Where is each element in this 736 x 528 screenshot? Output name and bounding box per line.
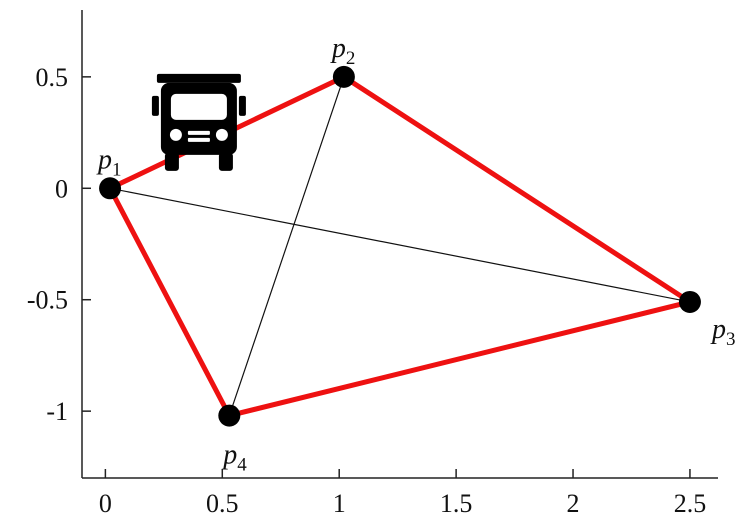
tick-labels: 0 0.5 1 1.5 2 2.5 0.5 0 -0.5 -1	[27, 63, 706, 518]
point-marker	[332, 65, 355, 88]
route-edge	[107, 185, 232, 419]
point-label: p1	[96, 144, 122, 180]
x-tick-label: 1.5	[440, 489, 473, 518]
x-tick-label: 1	[333, 489, 346, 518]
points	[99, 65, 701, 427]
diagonal-line	[228, 76, 345, 416]
x-tick-label: 2.5	[674, 489, 707, 518]
diagonal-line	[109, 187, 691, 303]
route-edge	[341, 74, 693, 305]
truck-icon	[151, 73, 246, 171]
x-tick-label: 0	[99, 489, 112, 518]
icons	[151, 73, 246, 171]
point-labels: p1 p2 p3 p4	[96, 33, 735, 476]
x-tick-label: 0.5	[206, 489, 239, 518]
y-tick-label: 0.5	[36, 63, 69, 92]
point-marker	[218, 404, 241, 427]
point-label: p4	[221, 440, 247, 476]
diagonal-lines	[109, 76, 691, 416]
y-tick-label: -0.5	[27, 286, 68, 315]
axes	[81, 10, 718, 479]
route-edge	[226, 299, 693, 419]
x-tick-label: 2	[567, 489, 580, 518]
point-marker	[678, 290, 701, 313]
point-label: p3	[710, 314, 736, 350]
y-tick-label: -1	[46, 397, 68, 426]
point-marker	[99, 177, 122, 200]
y-tick-label: 0	[55, 174, 68, 203]
point-label: p2	[330, 33, 356, 69]
